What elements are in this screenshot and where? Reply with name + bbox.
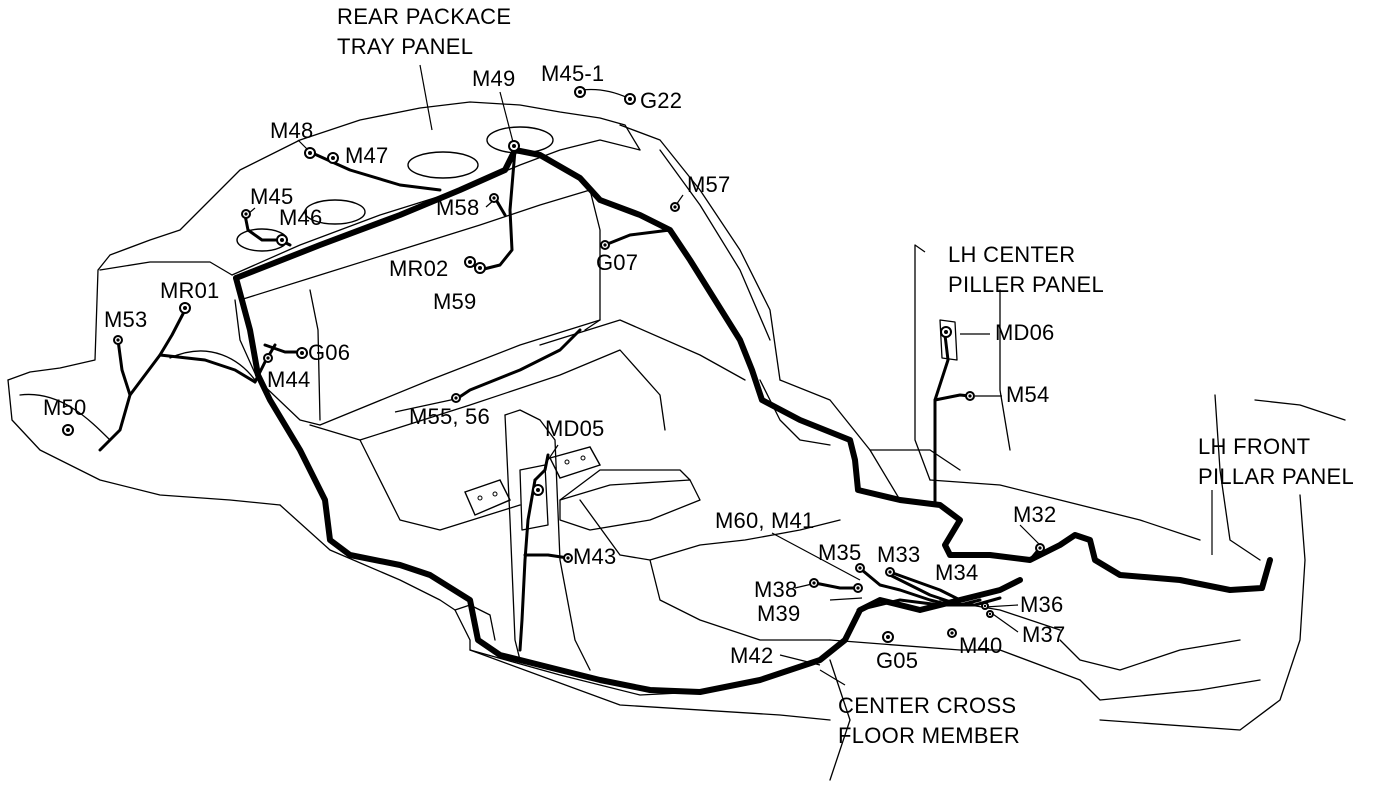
connector-g22 [624,93,636,105]
label-m37: M37 [1022,622,1066,647]
label-md05: MD05 [545,416,605,441]
connector-m37 [986,610,994,618]
connector-mr02 [464,256,476,268]
vehicle-body-outline [7,101,1346,781]
connector-md06 [940,326,952,338]
rear-package-tray-label-line1: REAR PACKACE [337,4,512,29]
connector-m55-56 [451,393,461,403]
connector-m38 [809,578,819,588]
label-mr01: MR01 [160,278,220,303]
center-cross-floor-label: CENTER CROSS FLOOR MEMBER [838,691,1020,751]
label-m48: M48 [270,118,314,143]
label-m50: M50 [43,395,87,420]
label-g06: G06 [308,340,351,365]
label-m39: M39 [757,601,801,626]
label-m33: M33 [877,542,921,567]
label-m40: M40 [959,633,1003,658]
connector-g05 [882,631,894,643]
label-m54: M54 [1006,382,1050,407]
connector-m47 [327,152,339,164]
connector-m57 [670,202,680,212]
lh-center-pillar-label: LH CENTER PILLER PANEL [948,240,1104,300]
connector-g07 [600,240,610,250]
rear-package-tray-label-line2: TRAY PANEL [337,34,474,59]
label-m45: M45 [250,184,294,209]
rear-package-tray-label: REAR PACKACE TRAY PANEL [337,2,511,62]
connector-m39 [853,583,863,593]
label-m55-56: M55, 56 [409,404,490,429]
label-m60-m41: M60, M41 [715,508,815,533]
connector-md05 [532,484,544,496]
connector-m50 [62,424,74,436]
label-m57: M57 [687,172,731,197]
center-cross-floor-label-line2: FLOOR MEMBER [838,723,1021,748]
connector-m53 [113,335,123,345]
label-m42: M42 [730,643,774,668]
lh-front-pillar-label-line1: LH FRONT [1198,434,1311,459]
connector-m32 [1035,543,1045,553]
connector-m44 [263,353,273,363]
connector-m36 [981,602,989,610]
label-g05: G05 [876,648,919,673]
label-md06: MD06 [995,320,1055,345]
connector-m35 [855,563,865,573]
connector-m45 [241,209,251,219]
label-m53: M53 [104,307,148,332]
lh-front-pillar-label: LH FRONT PILLAR PANEL [1198,432,1354,492]
center-cross-floor-label-line1: CENTER CROSS [838,693,1017,718]
connector-mr01 [179,302,191,314]
label-m44: M44 [267,367,311,392]
connector-g06 [296,347,308,359]
connector-m58 [489,193,499,203]
lh-front-pillar-label-line2: PILLAR PANEL [1198,464,1355,489]
label-m36: M36 [1020,592,1064,617]
connector-m40 [947,628,957,638]
label-m45-1: M45-1 [541,61,605,86]
connector-m46 [276,234,288,246]
label-m46: M46 [279,205,323,230]
label-m38: M38 [754,577,798,602]
connector-m49 [508,140,520,152]
connector-m54 [965,391,975,401]
label-m49: M49 [472,66,516,91]
connector-m45-1 [574,86,586,98]
label-m34: M34 [935,560,979,585]
label-m58: M58 [436,195,480,220]
connector-m43 [563,553,573,563]
label-m32: M32 [1013,502,1057,527]
label-m35: M35 [818,540,862,565]
lh-center-pillar-label-line2: PILLER PANEL [948,272,1105,297]
label-m43: M43 [573,544,617,569]
label-g07: G07 [596,250,639,275]
label-m59: M59 [433,289,477,314]
label-g22: G22 [640,88,683,113]
connector-m33 [885,567,895,577]
connector-m59 [474,262,486,274]
connector-m48 [304,147,316,159]
leader-lines [247,64,1213,686]
label-m47: M47 [345,143,389,168]
lh-center-pillar-label-line1: LH CENTER [948,242,1076,267]
connector-markers [62,86,1045,643]
label-mr02: MR02 [389,256,449,281]
